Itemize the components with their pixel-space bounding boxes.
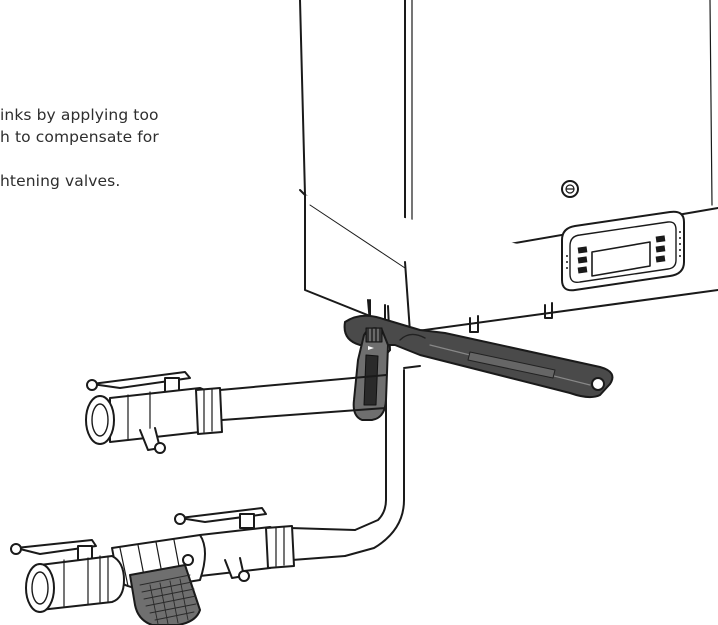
boiler-casing (299, 0, 718, 333)
ball-valve-upper (85, 371, 223, 454)
wrench (343, 314, 614, 421)
instruction-line-2: h to compensate for (0, 128, 159, 146)
lower-pipe (289, 527, 356, 561)
ball-valve-left (10, 539, 125, 613)
instruction-line-1: inks by applying too (0, 106, 159, 124)
instruction-text: inks by applying too h to compensate for… (0, 104, 250, 192)
instruction-line-3: htening valves. (0, 172, 121, 190)
ball-valve-lower (174, 507, 295, 582)
strainer (111, 534, 206, 625)
upper-pipe (219, 365, 421, 421)
control-display (561, 210, 685, 292)
